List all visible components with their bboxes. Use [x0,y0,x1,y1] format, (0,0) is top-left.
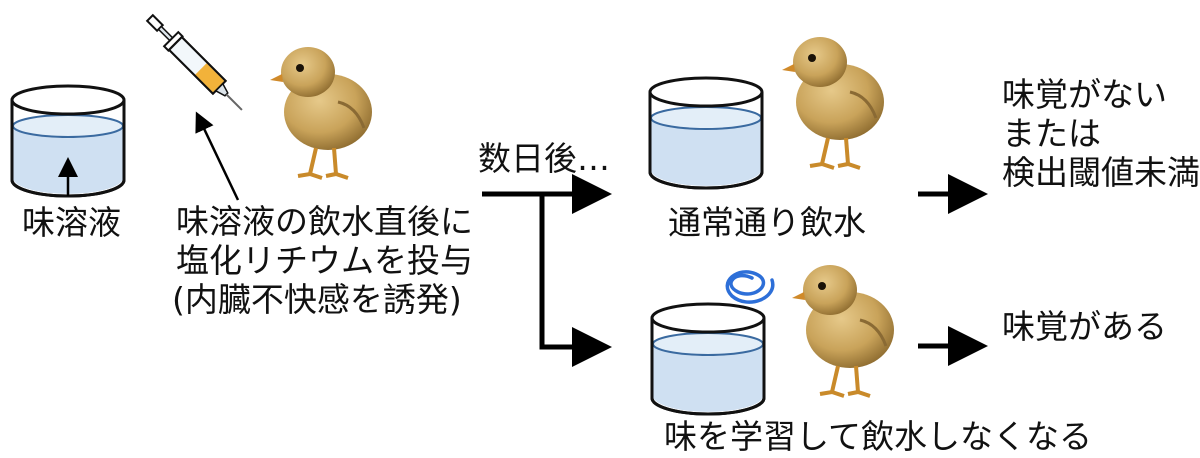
water-cup-icon [648,76,764,190]
label-injection-line2: 塩化リチウムを投与 [176,241,473,280]
label-normal-drinking: 通常通り飲水 [668,203,866,242]
chick-icon [780,35,886,170]
label-no-taste-line2: または [1002,114,1101,153]
water-cup-icon [650,302,766,416]
syringe-icon [145,13,243,111]
dizzy-spiral-icon [725,270,775,304]
chick-icon [268,45,374,180]
label-learned-avoidance: 味を学習して飲水しなくなる [664,417,1093,456]
label-no-taste-line3: 検出閾値未満 [1002,153,1200,192]
label-has-taste: 味覚がある [1002,307,1167,346]
syringe-pointer-arrow [195,111,240,201]
chick-icon [790,263,896,398]
flow-arrow-branch [539,194,612,367]
label-injection-line3: (内臓不快感を誘発) [172,280,462,319]
label-injection-line1: 味溶液の飲水直後に [176,202,473,241]
label-days-later: 数日後… [478,139,610,178]
label-taste-solution: 味溶液 [22,203,121,242]
label-no-taste-line1: 味覚がない [1002,75,1167,114]
